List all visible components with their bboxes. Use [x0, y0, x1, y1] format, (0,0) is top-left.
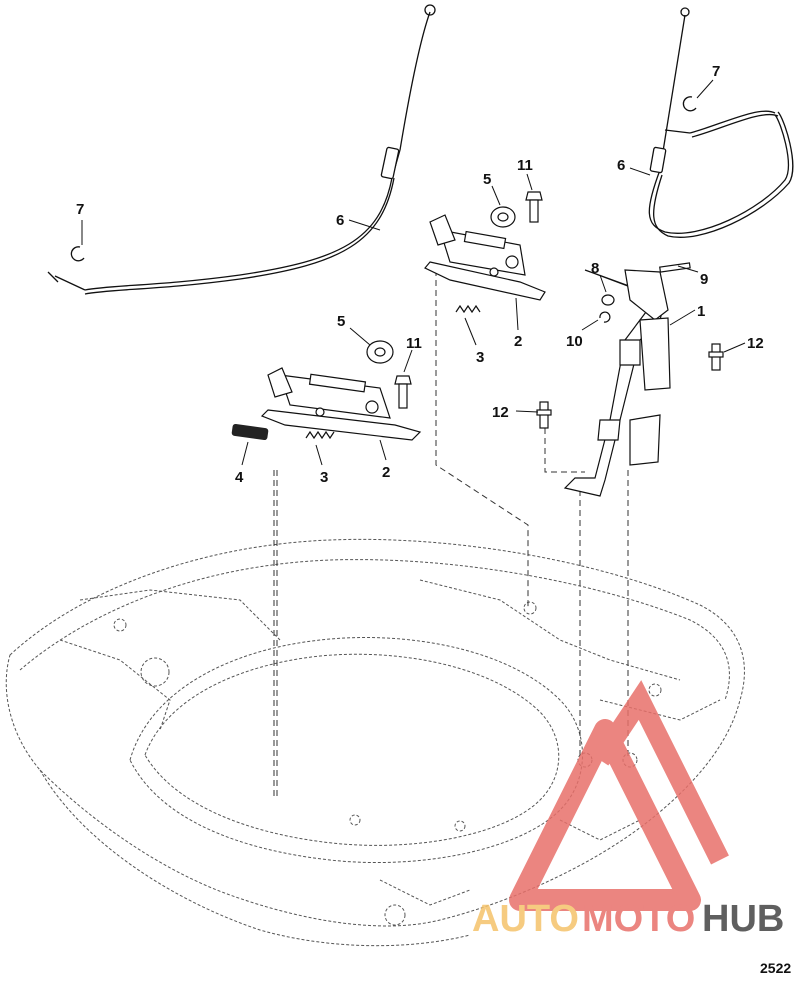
latch-upper	[424, 214, 546, 301]
e-clip-right	[682, 96, 697, 112]
e-clip-left	[70, 246, 85, 262]
lever-bracket	[563, 269, 671, 497]
spring-upper	[455, 304, 481, 314]
watermark-hub: HUB	[702, 898, 784, 940]
callout-7-right: 7	[712, 63, 720, 80]
callout-11-upper: 11	[517, 157, 533, 174]
callout-11-lower: 11	[406, 335, 422, 352]
callout-2-upper: 2	[514, 333, 522, 350]
grommet-lower	[366, 340, 394, 364]
callout-8: 8	[591, 260, 599, 277]
bolt-upper	[525, 191, 543, 223]
cable-right	[648, 7, 794, 238]
watermark-logo: AUTO MOTO HUB	[472, 680, 784, 940]
stud-right	[708, 343, 724, 371]
spring-large	[231, 423, 269, 441]
pin-9	[659, 262, 691, 273]
lower-cowl	[5, 538, 745, 947]
stud-left	[536, 401, 552, 429]
callout-1: 1	[697, 303, 705, 320]
callout-12-right: 12	[747, 335, 764, 352]
grommet-upper	[490, 206, 516, 228]
washer	[601, 294, 615, 306]
e-clip-10	[599, 311, 611, 323]
callout-10: 10	[566, 333, 583, 350]
callout-5-lower: 5	[337, 313, 345, 330]
callout-4: 4	[235, 469, 244, 486]
assembly-guide-lines	[273, 270, 656, 800]
callout-6-left: 6	[336, 212, 344, 229]
callout-5-upper: 5	[483, 171, 491, 188]
callout-labels: 1 2 2 3 3 4 5 5 6 6 7 7 8 9 10 11 11 12 …	[76, 63, 764, 486]
latch-lower	[260, 367, 422, 441]
callout-9: 9	[700, 271, 708, 288]
spring-lower	[305, 430, 335, 440]
callout-2-lower: 2	[382, 464, 390, 481]
callout-6-right: 6	[617, 157, 625, 174]
watermark-moto: MOTO	[582, 898, 695, 940]
callout-3-upper: 3	[476, 349, 484, 366]
callout-7-left: 7	[76, 201, 84, 218]
leader-lines	[81, 79, 746, 466]
watermark-auto: AUTO	[472, 898, 579, 940]
bolt-lower	[394, 375, 412, 409]
callout-3-lower: 3	[320, 469, 328, 486]
callout-12-left: 12	[492, 404, 509, 421]
figure-number: 2522	[760, 960, 791, 976]
cable-left	[47, 4, 436, 295]
watermark-triangle-icon	[509, 719, 701, 911]
